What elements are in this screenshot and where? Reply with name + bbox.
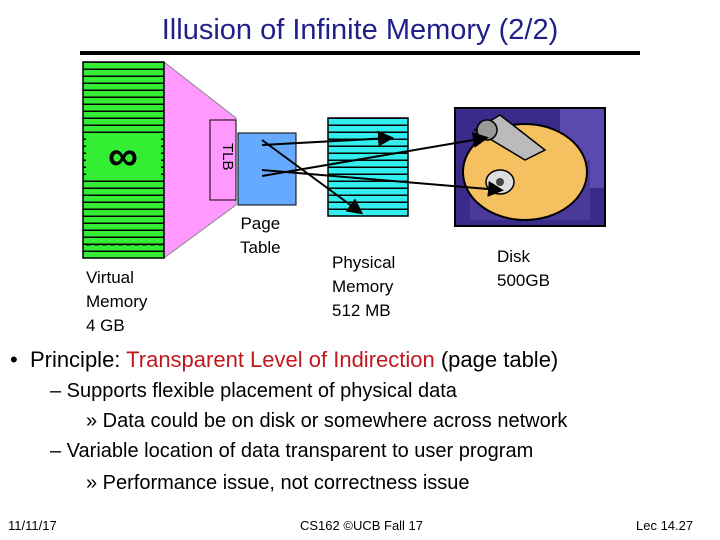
tlb-block bbox=[209, 119, 237, 201]
title-underline bbox=[80, 51, 640, 55]
page-table-label-line2: Table bbox=[240, 238, 281, 257]
footer-course: CS162 ©UCB Fall 17 bbox=[300, 518, 424, 533]
disk-label: Disk 500GB bbox=[497, 245, 550, 293]
tlb-label: TLB bbox=[219, 143, 236, 171]
bullet-principle-prefix: Principle: bbox=[29, 347, 127, 372]
physical-memory-label: Physical Memory 512 MB bbox=[332, 251, 395, 323]
bullet-flexible-placement: – Supports flexible placement of physica… bbox=[50, 380, 457, 402]
disk-image bbox=[454, 107, 606, 227]
physical-memory-block bbox=[327, 117, 409, 217]
footer-date: 11/11/17 bbox=[8, 518, 57, 533]
mapping-arrows bbox=[261, 130, 504, 215]
page-table-label: Page Table bbox=[240, 212, 281, 260]
virtual-memory-label: Virtual Memory 4 GB bbox=[86, 266, 147, 338]
vm-label-line2: Memory bbox=[86, 292, 148, 311]
vm-label-line1: Virtual bbox=[86, 268, 134, 287]
memory-diagram: ∞ bbox=[82, 60, 606, 259]
bullet-performance: » Performance issue, not correctness iss… bbox=[86, 472, 470, 494]
pm-label-line3: 512 MB bbox=[332, 301, 391, 320]
page-table-label-line1: Page bbox=[240, 214, 281, 233]
pm-label-line1: Physical bbox=[332, 253, 396, 272]
bullet-principle-highlight: Transparent Level of Indirection bbox=[126, 347, 435, 372]
bullet-principle: • Principle: Transparent Level of Indire… bbox=[10, 347, 559, 372]
disk-label-line2: 500GB bbox=[497, 271, 550, 290]
bullet-disk-or-network: » Data could be on disk or somewhere acr… bbox=[86, 410, 568, 432]
infinity-icon: ∞ bbox=[108, 132, 138, 179]
vm-label-line3: 4 GB bbox=[86, 316, 125, 335]
pm-label-line2: Memory bbox=[332, 277, 394, 296]
bullet-variable-location: – Variable location of data transparent … bbox=[50, 440, 534, 462]
slide-title: Illusion of Infinite Memory (2/2) bbox=[161, 14, 559, 46]
bullet-principle-suffix: (page table) bbox=[434, 347, 559, 372]
disk-label-line1: Disk bbox=[497, 247, 531, 266]
footer-lecture: Lec 14.27 bbox=[636, 518, 694, 533]
